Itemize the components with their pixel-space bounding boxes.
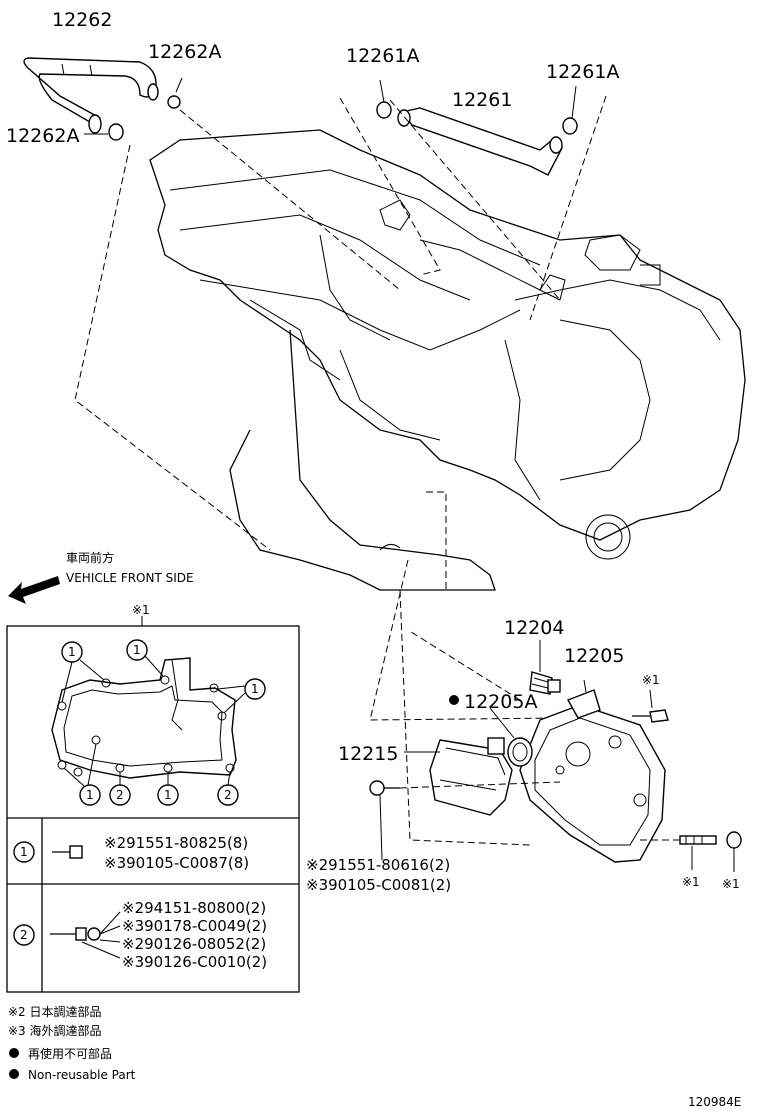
row1-symbol: 1 — [20, 845, 28, 859]
cylinder-head-cover-12205 — [519, 679, 666, 863]
nonreuse-bullet-gasket — [449, 695, 459, 705]
gasket-12205A — [489, 707, 533, 767]
label-12262A-left: 12262A — [6, 125, 79, 147]
ref-nut: ※1 — [722, 877, 740, 891]
inset-num-g: 2 — [224, 788, 232, 802]
clamp-12261A-left — [376, 79, 392, 119]
row1-line2: ※390105-C0087(8) — [104, 854, 249, 872]
ref-stud: ※1 — [682, 875, 700, 889]
clamp-12262A-top — [167, 77, 183, 109]
inset-num-d: 1 — [86, 788, 94, 802]
label-12261A-left: 12261A — [346, 45, 419, 67]
inset-callouts — [13, 639, 266, 946]
inset-num-f: 1 — [164, 788, 172, 802]
inset-num-c: 1 — [251, 682, 259, 696]
label-12261A-right: 12261A — [546, 61, 619, 83]
label-12215: 12215 — [338, 743, 398, 765]
label-12262A-top: 12262A — [148, 41, 221, 63]
bolt-left — [369, 780, 400, 861]
label-12204: 12204 — [504, 617, 564, 639]
hose-12261 — [397, 107, 563, 176]
clamp-12261A-right — [562, 85, 578, 135]
legend-nonreuse-jp: 再使用不可部品 — [28, 1046, 112, 1061]
inset-num-e: 2 — [116, 788, 124, 802]
hose-12262 — [23, 57, 159, 134]
legend-note3: ※3 海外調達部品 — [8, 1023, 102, 1038]
row2-line2: ※390178-C0049(2) — [122, 917, 267, 935]
bolt-a-line1: ※291551-80616(2) — [306, 856, 450, 874]
oil-separator-12215 — [404, 737, 513, 816]
label-12205A: 12205A — [464, 691, 537, 713]
inset-num-b: 1 — [133, 643, 141, 657]
label-12261: 12261 — [452, 89, 512, 111]
inset-row2-fastener-icons — [50, 911, 121, 959]
stud-bolt — [640, 835, 717, 870]
bolt-right — [632, 689, 669, 723]
nut — [726, 831, 742, 872]
bolt-a-line2: ※390105-C0081(2) — [306, 876, 451, 894]
inset-panel — [6, 616, 300, 993]
row1-line1: ※291551-80825(8) — [104, 834, 248, 852]
row2-symbol: 2 — [20, 928, 28, 942]
ref-inset: ※1 — [132, 603, 150, 617]
pcv-valve-12204 — [529, 640, 561, 695]
ref-bolt: ※1 — [642, 673, 660, 687]
engine-block — [149, 129, 746, 591]
figure-id: 120984E — [688, 1095, 741, 1109]
direction-jp: 車両前方 — [66, 550, 114, 565]
clamp-12262A-left — [84, 123, 124, 141]
label-12205: 12205 — [564, 645, 624, 667]
row2-line4: ※390126-C0010(2) — [122, 953, 267, 971]
inset-gasket — [51, 657, 237, 779]
legend-nonreuse-en: Non-reusable Part — [28, 1068, 136, 1082]
front-arrow — [8, 576, 60, 604]
nonreuse-bullet-en — [9, 1069, 19, 1079]
label-12262: 12262 — [52, 9, 112, 31]
bolt-left-leader — [399, 781, 561, 789]
inset-num-a: 1 — [68, 645, 76, 659]
nonreuse-bullet-jp — [9, 1048, 19, 1058]
direction-en: VEHICLE FRONT SIDE — [66, 571, 194, 585]
leader-lines-top — [74, 95, 607, 846]
legend-note2: ※2 日本調達部品 — [8, 1004, 102, 1019]
row2-line3: ※290126-08052(2) — [122, 935, 266, 953]
inset-row1-bolt-icon — [52, 845, 83, 859]
row2-line1: ※294151-80800(2) — [122, 899, 266, 917]
